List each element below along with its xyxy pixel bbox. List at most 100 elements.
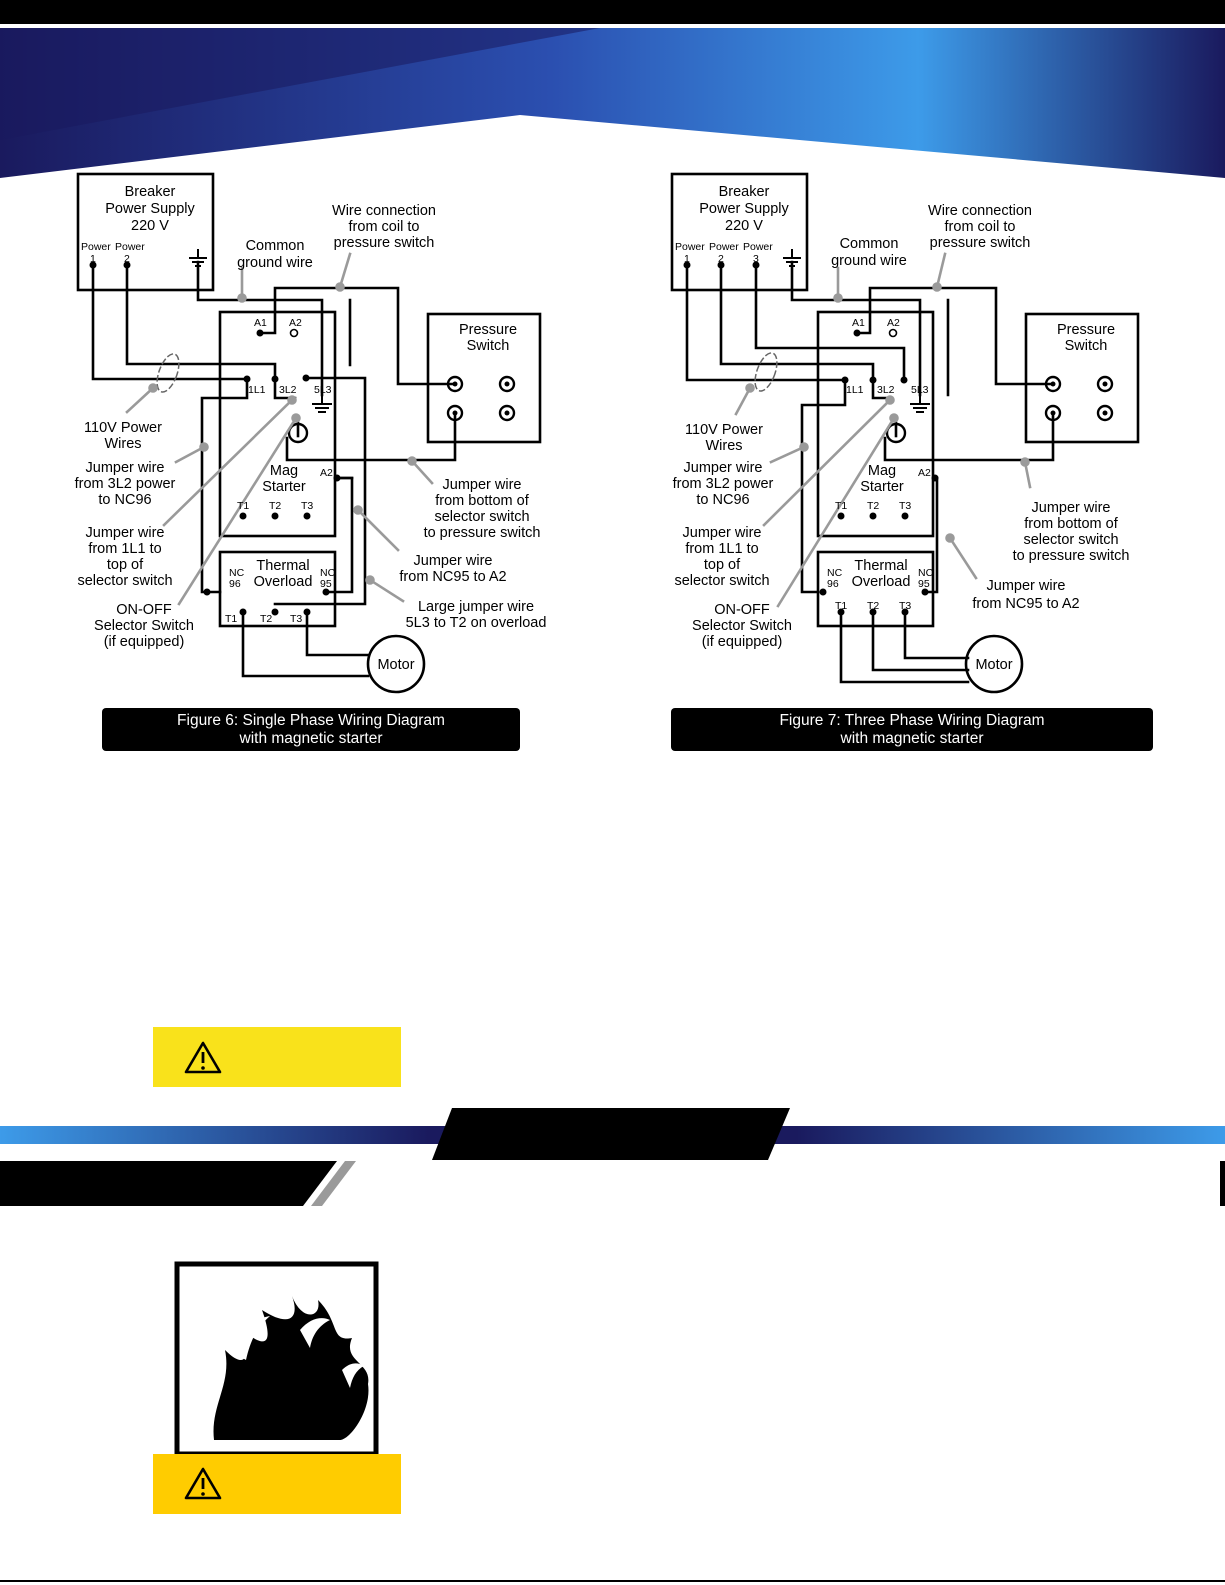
jumper-3l2-label-2: from 3L2 power xyxy=(75,476,176,492)
pressure-switch-label-2: Switch xyxy=(1065,338,1108,354)
thermal-overload-label-2: Overload xyxy=(254,574,313,590)
jumper-3l2-label: Jumper wire xyxy=(86,460,165,476)
power110-label: 110V Power xyxy=(685,422,763,438)
power110-label-2: Wires xyxy=(104,436,141,452)
nc96-num: 96 xyxy=(229,578,241,590)
jumper-1l1-label-4: selector switch xyxy=(77,573,172,589)
wire-coil-label: Wire connection xyxy=(928,203,1032,219)
t1-label: T1 xyxy=(835,500,847,512)
power-label-2: Power xyxy=(709,241,739,253)
jumper-3l2-label-3: to NC96 xyxy=(696,492,749,508)
jumper-1l1-label-3: top of xyxy=(704,557,741,573)
breaker-subtitle: Power Supply xyxy=(105,201,195,217)
jumper-1l1-label-2: from 1L1 to xyxy=(88,541,161,557)
onoff-label: ON-OFF xyxy=(116,602,172,618)
nc95-num: 95 xyxy=(320,578,332,590)
jumper-bottom-label-4: to pressure switch xyxy=(424,525,541,541)
footer-rule xyxy=(0,1580,1225,1582)
nc95-label: NC xyxy=(918,567,934,579)
power-label-2: Power xyxy=(115,241,145,253)
thermal-overload-label: Thermal xyxy=(854,558,907,574)
jumper-bottom-label: Jumper wire xyxy=(1032,500,1111,516)
svg-text:NC95: NC95 xyxy=(918,567,934,590)
wire-coil-label-2: from coil to xyxy=(349,219,420,235)
coil-term-a2: A2 xyxy=(887,317,900,329)
wire-coil-label-3: pressure switch xyxy=(334,235,435,251)
terminal-1: 1 xyxy=(90,253,96,265)
header-banner xyxy=(0,0,1225,178)
figure-7-caption-2: with magnetic starter xyxy=(840,730,984,747)
thermal-overload-label: Thermal xyxy=(256,558,309,574)
pressure-switch-label: Pressure xyxy=(459,322,517,338)
terminal-3: 3 xyxy=(753,253,759,265)
caution-label-box xyxy=(153,1454,401,1514)
t3-label: T3 xyxy=(301,500,313,512)
jumper-3l2-label-2: from 3L2 power xyxy=(673,476,774,492)
line-term-1l1: 1L1 xyxy=(846,384,864,396)
figure-6-single-phase xyxy=(76,172,542,751)
svg-text:Figure 7: Three Phase Wiring D: Figure 7: Three Phase Wiring Diagramwith… xyxy=(779,712,1044,747)
power-label-1: Power xyxy=(81,241,111,253)
onoff-label: ON-OFF xyxy=(714,602,770,618)
jumper-bottom-label-3: selector switch xyxy=(1023,532,1118,548)
breaker-voltage: 220 V xyxy=(725,218,763,234)
jumper-nc95-label-2: from NC95 to A2 xyxy=(399,569,506,585)
jumper-bottom-label-3: selector switch xyxy=(434,509,529,525)
coil-term-a1: A1 xyxy=(254,317,267,329)
t3-label: T3 xyxy=(899,500,911,512)
jumper-1l1-label-3: top of xyxy=(107,557,144,573)
svg-text:NC96: NC96 xyxy=(229,567,245,590)
large-jumper-label-2: 5L3 to T2 on overload xyxy=(406,615,547,631)
line-term-1l1: 1L1 xyxy=(248,384,266,396)
thermal-overload-label-2: Overload xyxy=(852,574,911,590)
ol-t2-label: T2 xyxy=(260,613,272,625)
jumper-bottom-label: Jumper wire xyxy=(443,477,522,493)
breaker-title: Breaker xyxy=(719,184,770,200)
a2-label: A2 xyxy=(918,467,931,479)
motor-label: Motor xyxy=(377,657,414,673)
ol-t3-label: T3 xyxy=(899,600,911,612)
jumper-1l1-label: Jumper wire xyxy=(86,525,165,541)
warning-label-box xyxy=(153,1027,401,1087)
jumper-1l1-label: Jumper wire xyxy=(683,525,762,541)
large-jumper-label: Large jumper wire xyxy=(418,599,534,615)
jumper-nc95-label-2: from NC95 to A2 xyxy=(972,596,1079,612)
t2-label: T2 xyxy=(867,500,879,512)
mag-starter-label: Mag xyxy=(270,463,298,479)
flame-icon xyxy=(174,1261,379,1457)
jumper-bottom-label-2: from bottom of xyxy=(1024,516,1118,532)
common-ground-label-2: ground wire xyxy=(831,253,907,269)
figure-6-caption-2: with magnetic starter xyxy=(239,730,383,747)
wire-coil-label-2: from coil to xyxy=(945,219,1016,235)
line-term-5l3: 5L3 xyxy=(911,384,929,396)
terminal-1: 1 xyxy=(684,253,690,265)
warning-triangle-icon xyxy=(184,1041,222,1074)
terminal-2: 2 xyxy=(718,253,724,265)
line-term-3l2: 3L2 xyxy=(877,384,895,396)
mag-starter-label-2: Starter xyxy=(262,479,306,495)
jumper-1l1-label-2: from 1L1 to xyxy=(685,541,758,557)
breaker-subtitle: Power Supply xyxy=(699,201,789,217)
pressure-switch-label-2: Switch xyxy=(467,338,510,354)
wire-coil-label-3: pressure switch xyxy=(930,235,1031,251)
